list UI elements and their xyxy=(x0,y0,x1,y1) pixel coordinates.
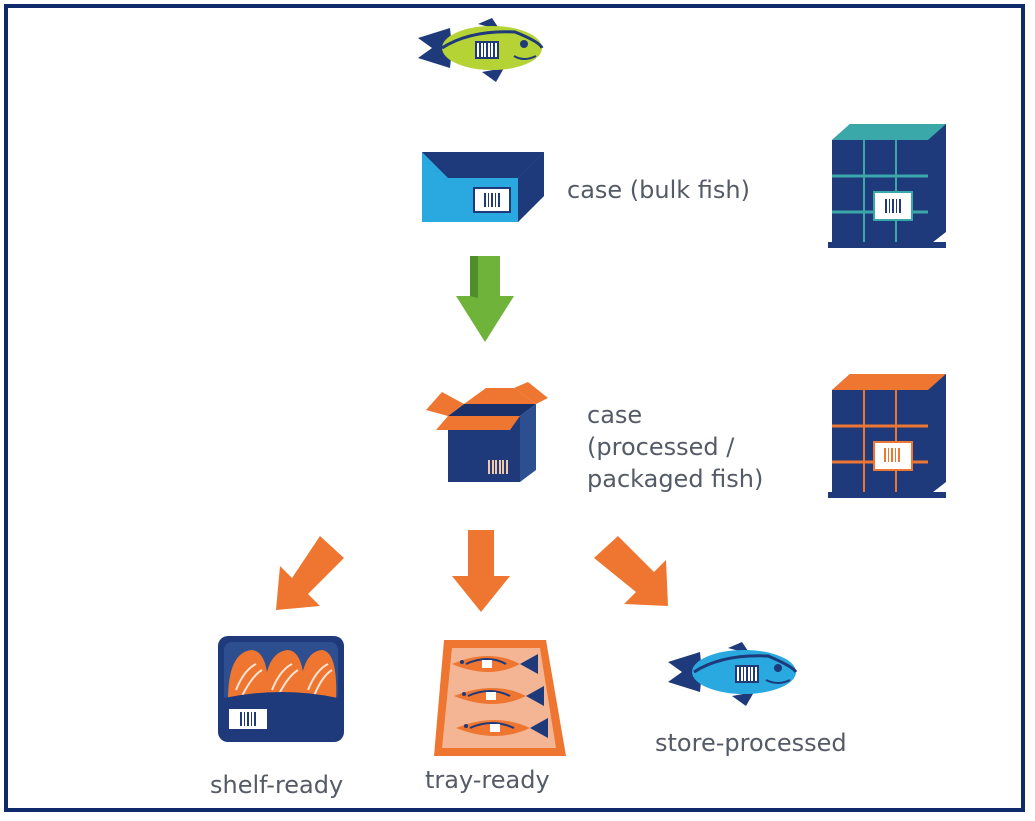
bulk-pallet-icon xyxy=(828,124,946,248)
label-case-bulk: case (bulk fish) xyxy=(567,176,750,204)
arrow-right-icon xyxy=(594,536,668,606)
label-case-processed-line1: case xyxy=(587,401,643,429)
arrow-left-icon xyxy=(276,536,344,610)
label-store-processed: store-processed xyxy=(655,729,847,757)
label-tray-ready: tray-ready xyxy=(425,766,550,794)
processed-pallet-icon xyxy=(828,374,946,498)
tray-ready-pack-icon xyxy=(434,640,566,756)
bulk-case-icon xyxy=(422,152,544,222)
arrow-down-icon xyxy=(452,530,510,612)
label-shelf-ready: shelf-ready xyxy=(210,771,344,799)
label-case-processed-line2: (processed / xyxy=(587,433,735,461)
shelf-ready-pack-icon xyxy=(218,636,344,742)
label-case-processed-line3: packaged fish) xyxy=(587,465,764,493)
fish-icon xyxy=(418,18,544,82)
down-arrow-icon xyxy=(456,256,514,342)
store-fish-icon xyxy=(668,642,798,706)
processed-case-icon xyxy=(426,382,548,482)
